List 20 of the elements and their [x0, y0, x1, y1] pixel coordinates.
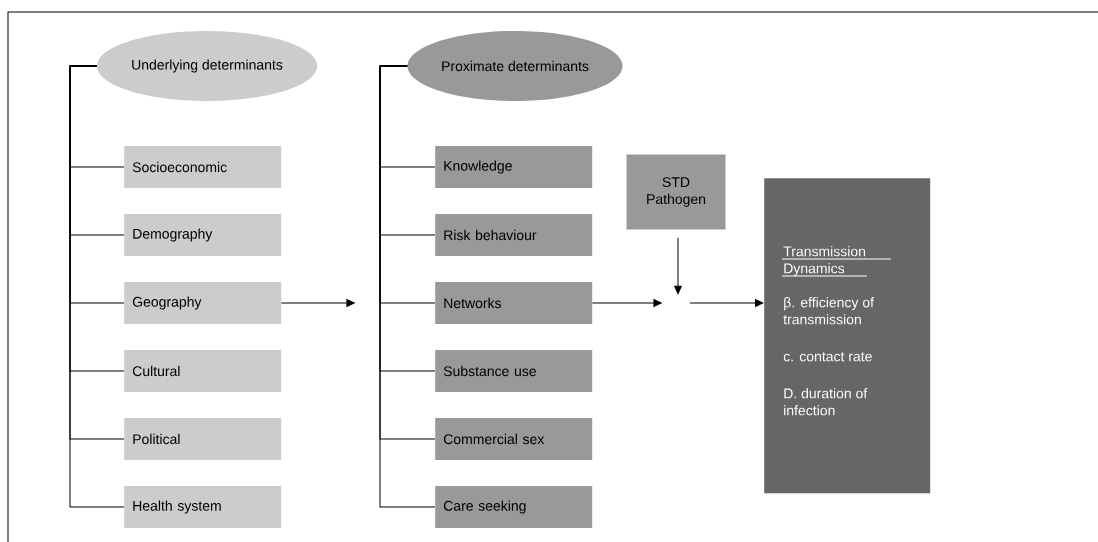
bracket-line [379, 65, 436, 508]
factor-box: Geography [124, 282, 282, 324]
outcome-box: Transmission Dynamics β. efficiency of transmission c. contact rate D. duration of infection [764, 178, 931, 494]
arrow [591, 299, 662, 307]
factor-box: Commercial sex [435, 418, 593, 460]
arrow [689, 299, 764, 307]
factor-box: Health system [124, 486, 282, 528]
factor-box: Political [124, 418, 282, 460]
factor-box: Substance use [435, 350, 593, 392]
factor-box: Networks [435, 282, 593, 324]
factor-box: Knowledge [435, 146, 593, 188]
factor-box: Care seeking [435, 486, 593, 528]
factor-box: Risk behaviour [435, 214, 593, 256]
pathogen-box: STD Pathogen [626, 154, 726, 230]
factor-box: Socioeconomic [124, 146, 282, 188]
factor-box: Demography [124, 214, 282, 256]
factor-box: Cultural [124, 350, 282, 392]
arrow [280, 299, 355, 307]
bracket-line [69, 65, 125, 508]
arrow [674, 237, 682, 294]
